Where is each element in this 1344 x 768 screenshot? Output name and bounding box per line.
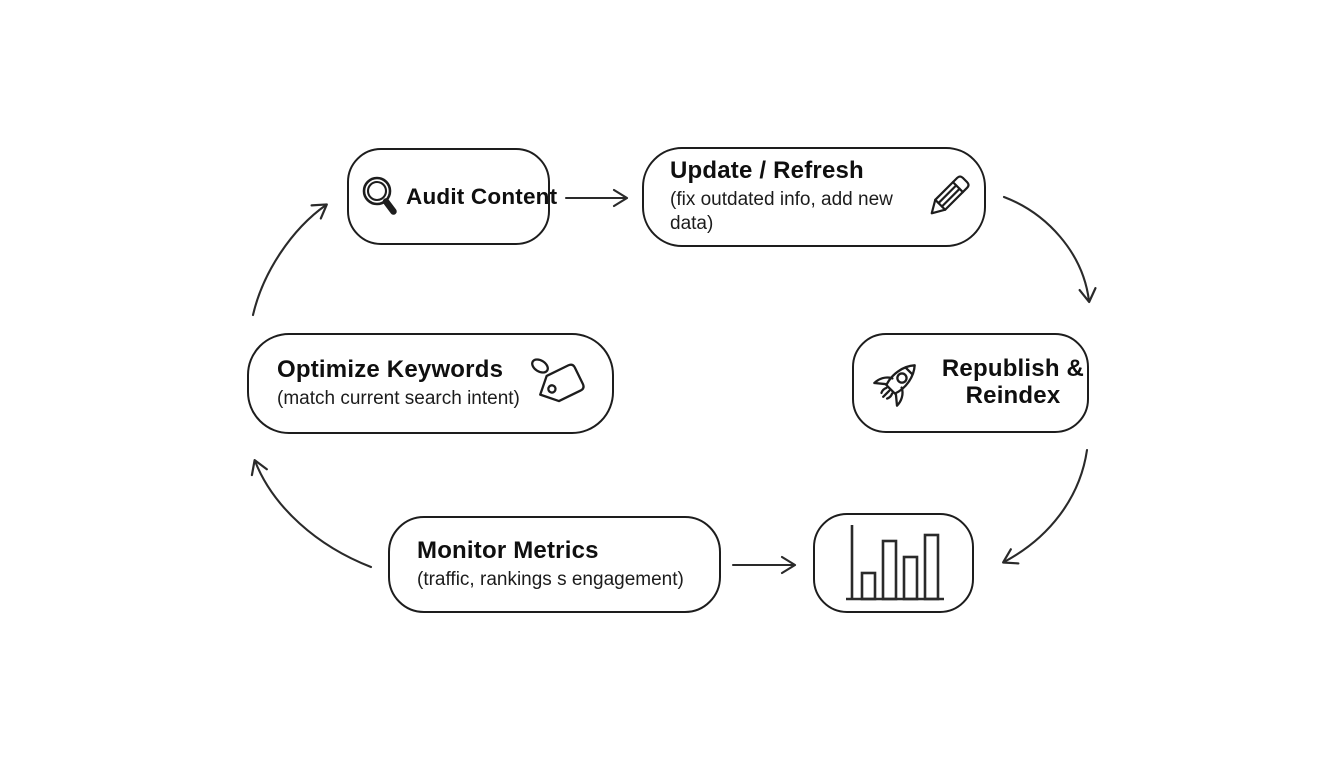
node-title: Republish & Reindex — [941, 355, 1085, 409]
rocket-icon — [866, 348, 932, 418]
node-subtitle: (match current search intent) — [277, 387, 520, 409]
arrow-monitor-to-optimize — [250, 458, 373, 569]
node-metrics-chart — [813, 513, 974, 613]
node-optimize-keywords: Optimize Keywords (match current search … — [247, 333, 614, 434]
node-update-refresh: Update / Refresh (fix outdated info, add… — [642, 147, 986, 247]
node-title: Update / Refresh — [670, 157, 864, 185]
node-title: Optimize Keywords — [277, 355, 504, 383]
node-title: Audit Content — [406, 183, 558, 209]
arrow-optimize-to-audit — [251, 203, 328, 317]
node-republish-reindex: Republish & Reindex — [852, 333, 1089, 433]
node-monitor-metrics: Monitor Metrics (traffic, rankings s eng… — [388, 516, 721, 613]
pencil-icon — [920, 168, 976, 226]
node-title: Monitor Metrics — [417, 536, 599, 564]
arrow-update-to-republish — [1002, 195, 1097, 304]
arrow-republish-to-metrics — [1002, 448, 1089, 565]
magnifying-glass-icon — [357, 173, 403, 221]
tag-icon — [526, 353, 598, 415]
node-subtitle: (traffic, rankings s engagement) — [417, 568, 684, 590]
node-subtitle: (fix outdated info, add new data) — [670, 189, 893, 234]
bar-chart-icon — [838, 521, 950, 605]
node-audit-content: Audit Content — [347, 148, 557, 245]
